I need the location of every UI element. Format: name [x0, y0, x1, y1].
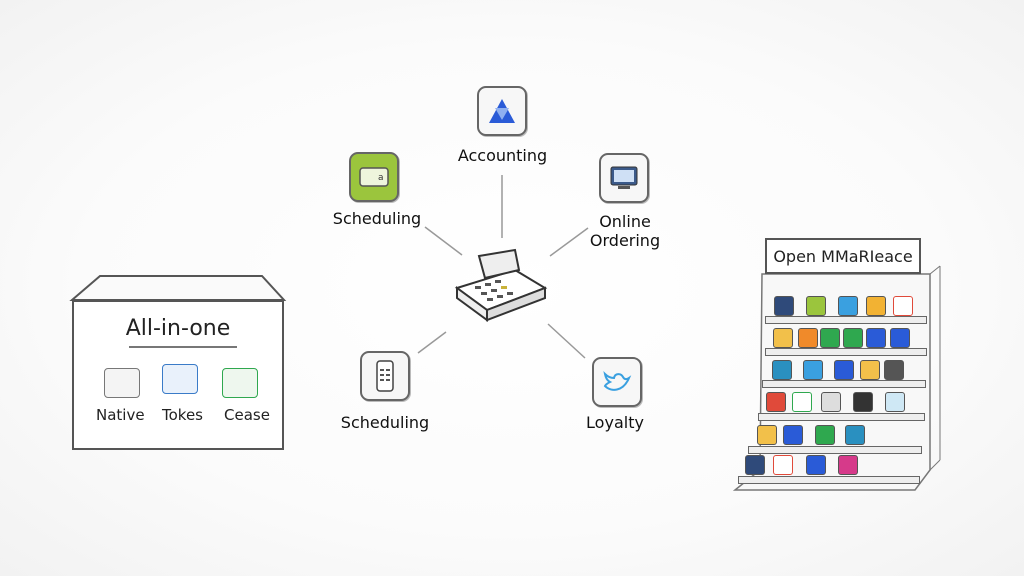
shelf-6	[738, 476, 920, 484]
app-tile[interactable]	[773, 328, 793, 348]
loyalty-label: Loyalty	[586, 413, 644, 432]
pos-terminal-hub	[445, 248, 550, 328]
app-tile[interactable]	[821, 392, 841, 412]
online-ordering-label-line2: Ordering	[589, 231, 661, 250]
app-tile[interactable]	[866, 328, 886, 348]
app-tile[interactable]	[838, 455, 858, 475]
app-tile[interactable]	[806, 296, 826, 316]
online-ordering-label-line1: Online	[599, 212, 651, 231]
all-in-one-front: All-in-one Native Tokes Cease	[72, 300, 284, 450]
accounting-node-icon[interactable]	[477, 86, 527, 136]
app-tile[interactable]	[845, 425, 865, 445]
app-tile[interactable]	[893, 296, 913, 316]
app-tile[interactable]	[773, 455, 793, 475]
printer-icon	[104, 368, 140, 398]
scheduling-bottom-label: Scheduling	[340, 413, 430, 432]
app-tile[interactable]	[838, 296, 858, 316]
app-tile[interactable]	[860, 360, 880, 380]
scheduling-top-label: Scheduling	[332, 209, 422, 228]
tokes-label: Tokes	[162, 406, 203, 424]
app-tile[interactable]	[866, 296, 886, 316]
phone-icon	[376, 360, 394, 392]
native-label: Native	[96, 406, 145, 424]
marketplace-sign: Open MMaRIeace	[765, 238, 921, 274]
app-tile[interactable]	[884, 360, 904, 380]
app-tile[interactable]	[783, 425, 803, 445]
bird-icon	[603, 370, 632, 391]
app-tile[interactable]	[745, 455, 765, 475]
app-tile[interactable]	[774, 296, 794, 316]
cease-label: Cease	[224, 406, 270, 424]
shelf-3	[762, 380, 926, 388]
shelf-1	[765, 316, 927, 324]
app-tile[interactable]	[834, 360, 854, 380]
shelf-4	[758, 413, 925, 421]
app-tile[interactable]	[890, 328, 910, 348]
check-badge-icon	[222, 368, 258, 398]
scheduling-top-node-icon[interactable]: a	[349, 152, 399, 202]
app-tile[interactable]	[815, 425, 835, 445]
app-tile[interactable]	[772, 360, 792, 380]
monitor-icon	[610, 166, 638, 189]
app-tile[interactable]	[806, 455, 826, 475]
title-underline	[129, 346, 237, 348]
green-calendar-icon: a	[359, 167, 389, 187]
shelf-5	[748, 446, 922, 454]
app-tile[interactable]	[885, 392, 905, 412]
pos-terminal-icon	[454, 248, 548, 322]
app-tile[interactable]	[803, 360, 823, 380]
app-tile[interactable]	[843, 328, 863, 348]
blue-triangle-icon	[489, 99, 515, 123]
svg-text:a: a	[378, 173, 384, 183]
app-tile[interactable]	[766, 392, 786, 412]
app-tile[interactable]	[798, 328, 818, 348]
token-icon	[162, 364, 198, 394]
app-tile[interactable]	[853, 392, 873, 412]
all-in-one-title: All-in-one	[125, 316, 231, 341]
app-tile[interactable]	[820, 328, 840, 348]
shelf-2	[765, 348, 927, 356]
app-tile[interactable]	[757, 425, 777, 445]
accounting-label: Accounting	[457, 146, 548, 165]
online-ordering-label: Online Ordering	[585, 212, 665, 250]
app-tile[interactable]	[792, 392, 812, 412]
scheduling-bottom-node-icon[interactable]	[360, 351, 410, 401]
loyalty-node-icon[interactable]	[592, 357, 642, 407]
online-ordering-node-icon[interactable]	[599, 153, 649, 203]
